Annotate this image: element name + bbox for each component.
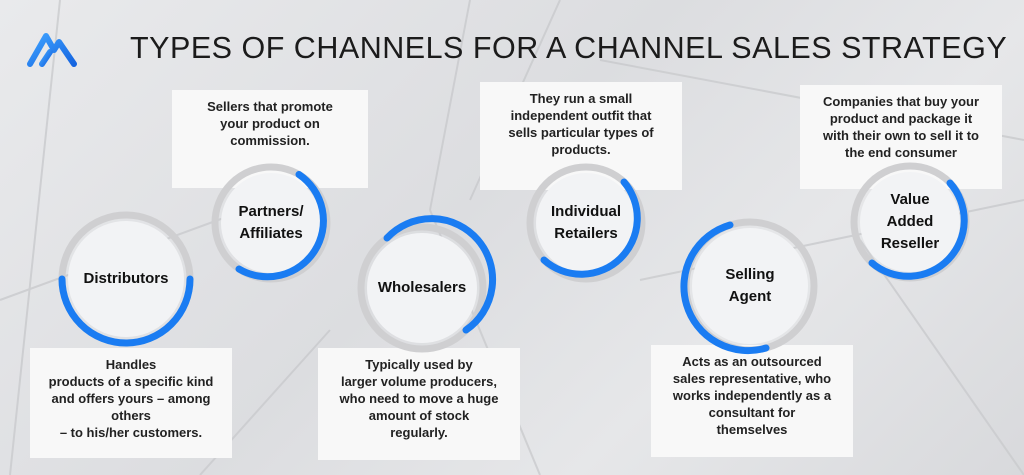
channel-label-partners: Partners/ Affiliates	[238, 203, 304, 242]
channel-circle-selling-agent: Selling Agent	[680, 216, 820, 356]
channel-circle-partners: Partners/ Affiliates	[209, 162, 333, 284]
description-box-value-added-reseller: Companies that buy your product and pack…	[800, 85, 1002, 189]
channel-circle-wholesalers: Wholesalers	[356, 215, 497, 354]
description-box-distributors: Handles products of a specific kind and …	[30, 348, 232, 458]
channel-label-retailers: Individual Retailers	[550, 203, 621, 242]
channel-circle-distributors: Distributors	[56, 210, 196, 348]
channel-label-distributors: Distributors	[83, 270, 169, 287]
description-box-retailers: They run a small independent outfit that…	[480, 82, 682, 190]
description-box-wholesalers: Typically used by larger volume producer…	[318, 348, 520, 460]
channel-circle-retailers: Individual Retailers	[524, 162, 648, 284]
description-box-partners: Sellers that promote your product on com…	[172, 90, 368, 188]
channel-label-value-added-reseller: Value Added Reseller	[880, 191, 940, 252]
channel-circle-value-added-reseller: Value Added Reseller	[848, 160, 972, 284]
description-box-selling-agent: Acts as an outsourced sales representati…	[651, 345, 853, 457]
brand-logo-icon	[27, 33, 77, 67]
channel-label-wholesalers: Wholesalers	[377, 279, 467, 296]
channel-label-selling-agent: Selling Agent	[725, 266, 775, 305]
page-title: TYPES OF CHANNELS FOR A CHANNEL SALES ST…	[130, 31, 1008, 65]
